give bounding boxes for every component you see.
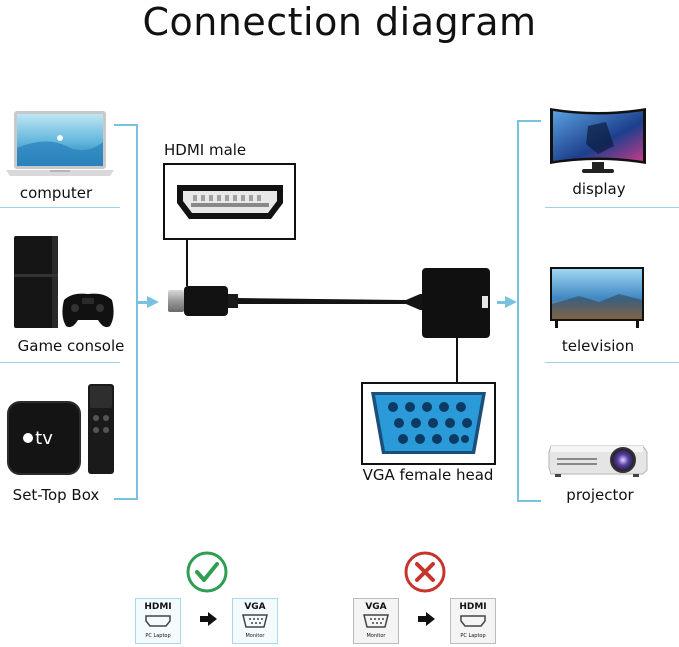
unsupported-direction-arrow-icon [418,612,435,626]
vga-port-mini-icon [363,614,389,628]
source-label-computer: computer [19,184,93,202]
supported-direction-arrow-icon [200,612,217,626]
television-icon [550,267,644,328]
laptop-icon [6,111,114,176]
output-label-projector: projector [566,486,634,504]
output-divider [545,207,679,208]
output-label-display: display [572,180,626,198]
vga-target-title: VGA [244,602,266,612]
hdmi-source-box: HDMI PC Laptop [135,598,181,644]
check-icon [186,551,228,593]
source-label-set-top-box: Set-Top Box [12,486,100,504]
monitor-icon [550,108,646,173]
game-console-icon [14,236,114,328]
vga-source-title: VGA [365,602,387,612]
vga-target-sub: Monitor [245,633,265,639]
hdmi-to-vga-adapter [168,268,490,338]
output-divider [545,362,679,363]
vga-source-box: VGA Monitor [353,598,399,644]
hdmi-target-sub: PC Laptop [460,633,486,639]
vga-port-icon [371,392,486,454]
vga-target-box: VGA Monitor [232,598,278,644]
hdmi-port-mini-icon [145,615,171,627]
hdmi-port-mini-icon [460,615,486,627]
source-label-game-console: Game console [17,337,125,355]
vga-female-label: VGA female head [362,466,494,484]
hdmi-target-box: HDMI PC Laptop [450,598,496,644]
output-arrow-icon [505,296,517,308]
hdmi-source-sub: PC Laptop [145,633,171,639]
vga-port-mini-icon [242,614,268,628]
source-divider [0,362,120,363]
cross-icon [404,551,446,593]
hdmi-target-title: HDMI [459,602,487,612]
source-bracket [114,124,138,500]
vga-port-callout [361,382,496,465]
output-bracket [517,120,541,502]
source-divider [0,207,120,208]
vga-source-sub: Monitor [366,633,386,639]
hdmi-male-label: HDMI male [164,141,247,159]
output-label-television: television [561,337,635,355]
set-top-box-icon: tv [7,384,114,475]
projector-icon [548,445,648,477]
source-arrow-stem [138,301,148,304]
source-arrow-icon [147,296,159,308]
hdmi-port-icon [177,185,283,219]
diagram-title: Connection diagram [142,0,537,44]
hdmi-source-title: HDMI [144,602,172,612]
svg-text:tv: tv [35,428,53,449]
vga-callout-line [456,338,458,384]
hdmi-port-callout [163,163,296,240]
output-arrow-stem [497,301,507,304]
hdmi-callout-line [186,238,188,286]
